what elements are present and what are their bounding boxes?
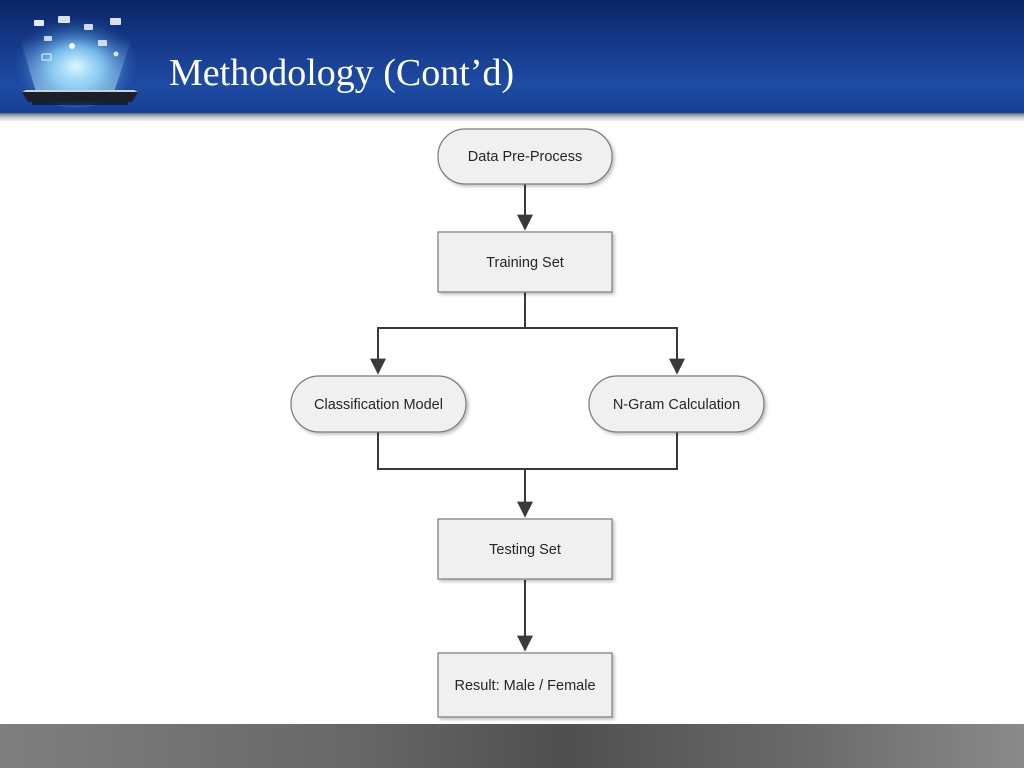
connector-ngram-to-merge <box>525 432 678 470</box>
header-divider <box>0 113 1024 121</box>
connector-split-to-classification <box>370 327 525 375</box>
node-ngram-calculation-label: N-Gram Calculation <box>613 397 740 413</box>
node-ngram-calculation: N-Gram Calculation <box>588 375 765 433</box>
connectors <box>370 184 685 652</box>
node-result-label: Result: Male / Female <box>454 678 595 694</box>
smartphone-hologram-icon <box>16 16 138 108</box>
node-data-preprocess-label: Data Pre-Process <box>468 149 582 165</box>
slide-footer-bar <box>0 724 1024 768</box>
node-training-set: Training Set <box>437 231 613 293</box>
node-testing-set-label: Testing Set <box>489 542 561 558</box>
slide-title: Methodology (Cont’d) <box>169 52 515 94</box>
node-training-set-label: Training Set <box>486 255 564 271</box>
connector-split-to-ngram <box>525 327 685 375</box>
connector-classification-to-merge <box>377 432 525 470</box>
node-classification-model: Classification Model <box>290 375 467 433</box>
slide-header: Methodology (Cont’d) <box>0 0 1024 113</box>
node-result: Result: Male / Female <box>437 652 613 718</box>
node-classification-model-label: Classification Model <box>314 397 443 413</box>
node-data-preprocess: Data Pre-Process <box>437 128 613 185</box>
node-testing-set: Testing Set <box>437 518 613 580</box>
